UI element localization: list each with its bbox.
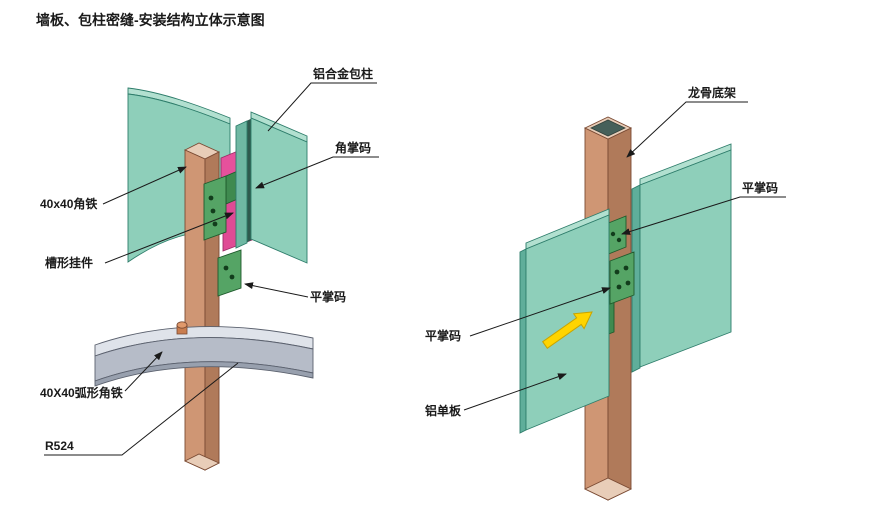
keel-bottom-face: [583, 477, 633, 501]
flat-bracket-part: [217, 249, 242, 297]
label-channel-hanger: 槽形挂件: [45, 255, 93, 270]
curved-angle-iron-part: [94, 326, 314, 387]
screw-dot: [623, 265, 629, 271]
leader-keel-base-frame: [626, 101, 748, 158]
label-keel-base-frame: 龙骨底架: [688, 85, 736, 100]
screw-dot: [210, 208, 216, 214]
leader-flat-bracket-left: [469, 287, 611, 337]
screw-dot: [208, 195, 214, 201]
label-corner-bracket: 角掌码: [335, 140, 371, 155]
leader-curved-angle-iron: [124, 351, 163, 392]
leader-aluminum-panel: [463, 373, 567, 411]
label-flat-bracket-left: 平掌码: [425, 328, 461, 343]
flat-bracket-plate: [217, 249, 242, 297]
label-radius: R524: [45, 439, 74, 453]
screw-dot: [229, 274, 235, 280]
middle-bracket-plate: [609, 251, 635, 305]
cladding-gap: [246, 118, 252, 243]
pin-top: [176, 321, 188, 329]
leader-flat-bracket-right: [621, 196, 786, 235]
label-curved-angle-iron: 40X40弧形角铁: [40, 385, 123, 400]
label-flat-bracket-right: 平掌码: [742, 180, 778, 195]
left-diagram: 铝合金包柱 角掌码 40x40角铁 槽形挂件 平掌码 40X40弧形角铁 R52…: [40, 66, 379, 471]
screw-dot: [614, 269, 620, 275]
screw-dot: [212, 221, 218, 227]
corner-bracket-plate: [203, 175, 227, 241]
left-panel-edge: [519, 248, 527, 434]
screw-dot: [616, 284, 622, 290]
left-panel-face: [525, 214, 610, 431]
leader-angle-iron: [102, 166, 187, 205]
middle-flat-bracket: [609, 251, 635, 305]
label-aluminum-panel: 铝单板: [425, 403, 462, 418]
cladding-face: [250, 117, 308, 264]
right-panel-edge: [631, 184, 641, 373]
page-title: 墙板、包柱密缝-安装结构立体示意图: [36, 12, 265, 28]
arc-bottom-lip: [94, 361, 314, 387]
aluminum-cladding: [235, 111, 308, 264]
direction-arrow: [542, 311, 593, 349]
right-panel: [631, 143, 732, 373]
screw-dot: [610, 231, 616, 237]
cladding-return-strip: [235, 120, 248, 249]
label-angle-iron: 40x40角铁: [40, 196, 97, 211]
screw-dot: [223, 265, 229, 271]
keel-tube-hole: [590, 119, 626, 137]
screw-dot: [625, 280, 631, 286]
pin: [176, 321, 188, 335]
leader-flat-bracket: [244, 282, 309, 298]
label-aluminum-column-cladding: 铝合金包柱: [313, 66, 373, 81]
left-panel: [519, 208, 610, 434]
label-flat-bracket: 平掌码: [310, 289, 346, 304]
leader-corner-bracket: [255, 156, 379, 189]
leader-radius: [44, 362, 239, 456]
screw-dot: [616, 237, 622, 243]
right-panel-face: [639, 149, 732, 368]
right-diagram: 龙骨底架 平掌码 平掌码 铝单板: [425, 85, 786, 501]
leader-channel-hanger: [104, 212, 234, 264]
column-bottom-face: [183, 453, 221, 471]
column-left-face: [184, 149, 206, 471]
leader-aluminum-column-cladding: [267, 82, 377, 132]
